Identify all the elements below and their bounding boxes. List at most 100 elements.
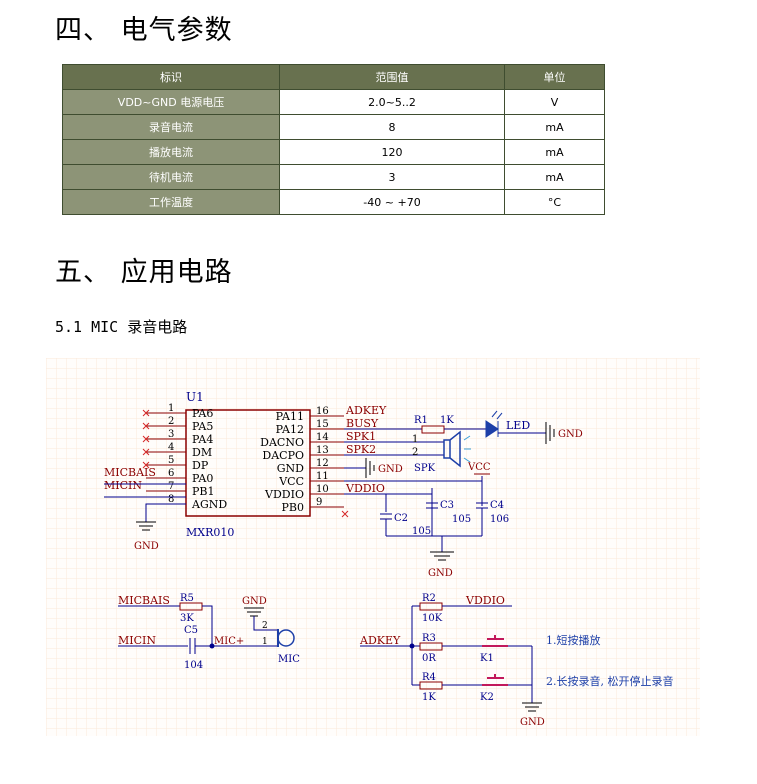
k2-ref: K2	[480, 692, 494, 703]
table-row: 工作温度 -40 ~ +70 °C	[62, 189, 605, 215]
spk-pin2: 2	[412, 447, 418, 458]
c3-ref: C3	[440, 500, 454, 511]
pin-number: 10	[316, 484, 329, 495]
pin-name: PA12	[276, 423, 304, 436]
k1-switch	[482, 635, 508, 647]
column-header: 标识	[62, 64, 280, 90]
c2-ref: C2	[394, 513, 408, 524]
pin-number: 11	[316, 471, 329, 482]
pin-name: DM	[192, 446, 212, 459]
pin-name: DACPO	[262, 449, 304, 462]
column-header: 单位	[504, 64, 605, 90]
r4-value: 1K	[422, 692, 436, 703]
pin-name: DACNO	[260, 436, 304, 449]
section-title-circuit: 五、 应用电路	[55, 257, 233, 288]
pin-number: 8	[168, 494, 174, 505]
r3-value: 0R	[422, 653, 436, 664]
row-label: 工作温度	[62, 189, 280, 215]
pin-name: PA11	[276, 410, 304, 423]
row-unit: mA	[504, 114, 605, 140]
chip-name: MXR010	[186, 526, 234, 539]
c5-ref: C5	[184, 625, 198, 636]
gnd-label: GND	[242, 596, 267, 607]
c5-value: 104	[184, 660, 203, 671]
pin-name: VCC	[278, 475, 304, 488]
pin-name: GND	[277, 462, 304, 475]
ground-symbol	[430, 551, 454, 561]
table-row: 待机电流 3 mA	[62, 164, 605, 190]
r5-wire	[202, 605, 213, 646]
note-short-press: 1.短按播放	[546, 633, 601, 647]
net-label: ADKEY	[345, 404, 387, 417]
r5-value: 3K	[180, 613, 194, 624]
row-value: 2.0~5..2	[279, 89, 505, 115]
c3-value: 105	[452, 514, 471, 525]
vddio-net: VDDIO	[465, 594, 505, 607]
pin-number: 7	[168, 481, 174, 492]
pin-number: 4	[168, 442, 174, 453]
row-unit: mA	[504, 164, 605, 190]
r3-ref: R3	[422, 633, 436, 644]
row-value: 3	[279, 164, 505, 190]
net-label: VDDIO	[345, 482, 385, 495]
pin-number: 14	[316, 432, 329, 443]
r1-value: 1K	[440, 415, 454, 426]
r1-ref: R1	[414, 415, 428, 426]
led-icon	[485, 420, 499, 438]
pin-name: PA4	[192, 433, 213, 446]
c2-value: 105	[412, 526, 431, 537]
row-label: 录音电流	[62, 114, 280, 140]
row-label: 待机电流	[62, 164, 280, 190]
pin-number: 3	[168, 429, 174, 440]
pin-name: DP	[192, 459, 209, 472]
net-label: BUSY	[346, 417, 379, 430]
mic-pin1: 1	[262, 637, 268, 647]
net-label: SPK1	[346, 430, 376, 443]
net-label: SPK2	[346, 443, 376, 456]
pin-number: 16	[316, 406, 329, 417]
pin-number: 12	[316, 458, 329, 469]
spk-label: SPK	[414, 463, 436, 474]
pin-name: AGND	[191, 498, 227, 511]
r4-ref: R4	[422, 672, 436, 683]
chip-ref: U1	[186, 390, 204, 404]
pin-number: 1	[168, 403, 174, 414]
r2-value: 10K	[422, 613, 443, 624]
table-row: VDD~GND 电源电压 2.0~5..2 V	[62, 89, 605, 115]
junction-dot	[209, 643, 215, 649]
ground-symbol	[365, 458, 375, 478]
pin-name: PA0	[192, 472, 213, 485]
table-row: 播放电流 120 mA	[62, 139, 605, 165]
chip-body	[185, 409, 311, 517]
junction-dot	[409, 643, 415, 649]
ground-symbol	[136, 521, 156, 531]
mic-gnd-wire	[253, 616, 278, 631]
net-label: MICIN	[104, 479, 142, 492]
row-label: 播放电流	[62, 139, 280, 165]
r2-ref: R2	[422, 593, 436, 604]
spk-pin1: 1	[412, 434, 418, 445]
mic-label: MIC	[278, 654, 300, 665]
pin-number: 2	[168, 416, 174, 427]
pin-name: VDDIO	[264, 488, 304, 501]
row-value: -40 ~ +70	[279, 189, 505, 215]
ground-symbol	[545, 422, 555, 444]
row-label: VDD~GND 电源电压	[62, 89, 280, 115]
section-title-electrical: 四、 电气参数	[55, 15, 233, 46]
pin-name: PA6	[192, 407, 213, 420]
net-label: MICBAIS	[104, 466, 156, 479]
c3-capacitor	[426, 502, 438, 509]
k1-ref: K1	[480, 653, 494, 664]
pin-name: PA5	[192, 420, 213, 433]
sound-waves-icon	[463, 435, 471, 463]
parameter-table: 标识 范围值 单位 VDD~GND 电源电压 2.0~5..2 V 录音电流 8…	[62, 64, 605, 215]
ground-symbol	[522, 702, 542, 712]
gnd-label: GND	[428, 568, 453, 579]
subsection-title-mic: 5.1 MIC 录音电路	[55, 318, 188, 336]
pin-name: PB0	[282, 501, 304, 514]
row-unit: °C	[504, 189, 605, 215]
vcc-label: VCC	[467, 462, 491, 473]
r5-ref: R5	[180, 593, 194, 604]
row-value: 120	[279, 139, 505, 165]
